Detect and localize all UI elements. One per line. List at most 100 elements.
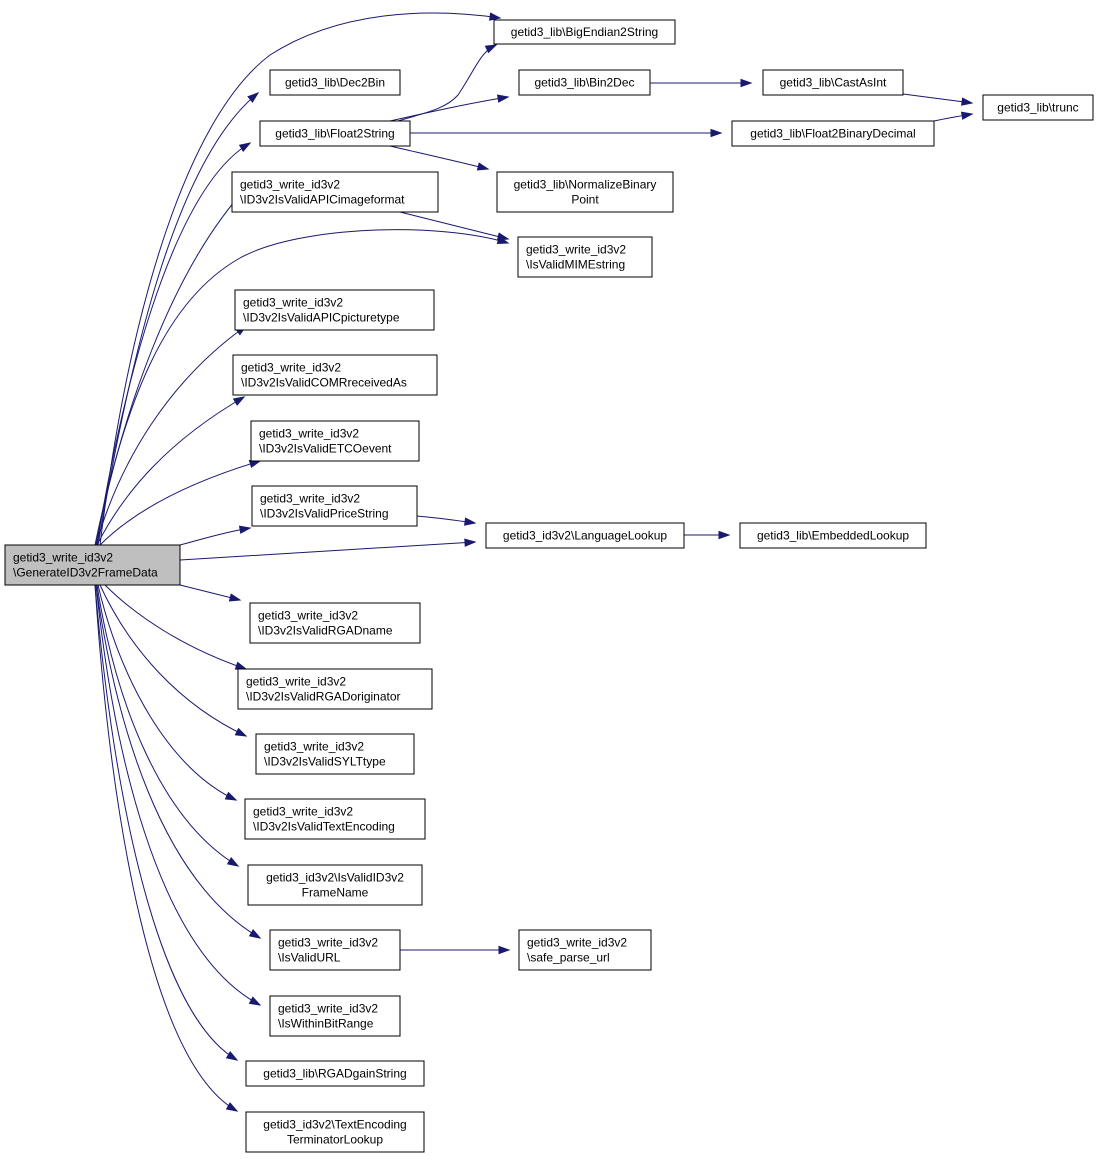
edge-root-to-n_apicfmt: [95, 184, 250, 546]
node-box[interactable]: [232, 354, 438, 396]
node-n_url[interactable]: getid3_write_id3v2\IsValidURL: [269, 929, 401, 971]
edge-arrowhead: [248, 460, 262, 469]
edge-n_castint-to-n_trunc: [902, 93, 974, 106]
node-n_lang[interactable]: getid3_id3v2\LanguageLookup: [485, 522, 685, 549]
edge-arrowhead: [248, 929, 262, 939]
node-n_rgadorig[interactable]: getid3_write_id3v2\ID3v2IsValidRGADorigi…: [237, 668, 433, 710]
edge-arrowhead: [248, 996, 262, 1006]
node-n_big[interactable]: getid3_lib\BigEndian2String: [493, 19, 676, 45]
node-label-line: getid3_lib\Bin2Dec: [534, 76, 634, 90]
edge-arrowhead: [232, 396, 246, 406]
node-box[interactable]: [249, 602, 421, 644]
node-box[interactable]: [259, 120, 411, 147]
edge-n_float2str-to-n_f2bd: [410, 128, 723, 138]
node-label-line: getid3_write_id3v2: [527, 936, 627, 950]
node-n_mime[interactable]: getid3_write_id3v2\IsValidMIMEstring: [517, 236, 653, 278]
node-n_f2bd[interactable]: getid3_lib\Float2BinaryDecimal: [731, 120, 935, 147]
node-box[interactable]: [255, 733, 415, 775]
node-box[interactable]: [982, 94, 1094, 121]
node-label-line: getid3_id3v2\IsValidID3v2: [266, 871, 404, 885]
node-n_sylt[interactable]: getid3_write_id3v2\ID3v2IsValidSYLTtype: [255, 733, 415, 775]
node-label-line: getid3_lib\BigEndian2String: [511, 25, 658, 39]
edge-arrowhead: [718, 530, 731, 540]
node-box[interactable]: [4, 544, 181, 586]
node-label-line: getid3_lib\CastAsInt: [780, 76, 887, 90]
node-box[interactable]: [234, 289, 435, 331]
node-label-line: \ID3v2IsValidSYLTtype: [264, 755, 386, 769]
edge-line: [99, 584, 247, 737]
edge-root-to-n_url: [95, 584, 262, 939]
node-label-line: getid3_lib\trunc: [997, 101, 1078, 115]
node-label-line: \ID3v2IsValidETCOevent: [259, 442, 392, 456]
node-n_term[interactable]: getid3_id3v2\TextEncodingTerminatorLooku…: [245, 1111, 425, 1153]
node-label-line: \ID3v2IsValidPriceString: [260, 507, 389, 521]
node-box[interactable]: [518, 69, 651, 96]
edge-line: [179, 541, 476, 561]
node-label-line: getid3_id3v2\TextEncoding: [263, 1118, 406, 1132]
node-n_embed[interactable]: getid3_lib\EmbeddedLookup: [739, 522, 927, 549]
node-n_textenc[interactable]: getid3_write_id3v2\ID3v2IsValidTextEncod…: [244, 798, 426, 840]
node-box[interactable]: [517, 236, 653, 278]
node-label-line: getid3_lib\RGADgainString: [263, 1067, 406, 1081]
edge-arrowhead: [228, 593, 242, 602]
node-box[interactable]: [762, 69, 904, 96]
edge-arrowhead: [740, 78, 753, 88]
node-label-line: getid3_write_id3v2: [253, 805, 353, 819]
node-box[interactable]: [245, 1060, 425, 1087]
edge-n_float2str-to-n_bin2dec: [389, 94, 510, 122]
node-box[interactable]: [518, 929, 652, 971]
node-label-line: \ID3v2IsValidRGADname: [258, 624, 393, 638]
edge-arrowhead: [464, 538, 477, 547]
node-n_bitrange[interactable]: getid3_write_id3v2\IsWithinBitRange: [269, 995, 401, 1037]
node-n_bin2dec[interactable]: getid3_lib\Bin2Dec: [518, 69, 651, 96]
edge-n_f2bd-to-n_trunc: [933, 111, 974, 122]
node-root[interactable]: getid3_write_id3v2\GenerateID3v2FrameDat…: [4, 544, 181, 586]
node-label-line: getid3_write_id3v2: [13, 551, 113, 565]
edge-root-to-n_term: [94, 584, 239, 1112]
edge-line: [389, 96, 509, 122]
edge-arrowhead: [496, 235, 510, 244]
node-box[interactable]: [269, 929, 401, 971]
node-n_comr[interactable]: getid3_write_id3v2\ID3v2IsValidCOMRrecei…: [232, 354, 438, 396]
node-n_price[interactable]: getid3_write_id3v2\ID3v2IsValidPriceStri…: [251, 485, 418, 527]
node-n_apicpic[interactable]: getid3_write_id3v2\ID3v2IsValidAPICpictu…: [234, 289, 435, 331]
node-box[interactable]: [485, 522, 685, 549]
node-label-line: TerminatorLookup: [287, 1133, 383, 1147]
node-box[interactable]: [496, 171, 674, 213]
node-n_trunc[interactable]: getid3_lib\trunc: [982, 94, 1094, 121]
node-n_float2str[interactable]: getid3_lib\Float2String: [259, 120, 411, 147]
node-n_rgadgain[interactable]: getid3_lib\RGADgainString: [245, 1060, 425, 1087]
node-label-line: \GenerateID3v2FrameData: [13, 566, 158, 580]
node-label-line: getid3_write_id3v2: [240, 178, 340, 192]
edge-root-to-n_lang: [179, 538, 477, 561]
edge-line: [179, 527, 251, 546]
edge-arrowhead: [484, 44, 498, 54]
node-label-line: getid3_write_id3v2: [526, 243, 626, 257]
edge-n_bin2dec-to-n_castint: [650, 78, 753, 88]
node-box[interactable]: [250, 420, 420, 462]
node-box[interactable]: [237, 668, 433, 710]
node-box[interactable]: [269, 69, 401, 96]
node-n_castint[interactable]: getid3_lib\CastAsInt: [762, 69, 904, 96]
edge-arrowhead: [234, 727, 248, 737]
node-box[interactable]: [269, 995, 401, 1037]
node-n_apicfmt[interactable]: getid3_write_id3v2\ID3v2IsValidAPICimage…: [231, 171, 439, 213]
node-box[interactable]: [251, 485, 418, 527]
node-box[interactable]: [245, 1111, 425, 1153]
node-n_safeurl[interactable]: getid3_write_id3v2\safe_parse_url: [518, 929, 652, 971]
node-box[interactable]: [731, 120, 935, 147]
node-box[interactable]: [244, 798, 426, 840]
node-n_dec2bin[interactable]: getid3_lib\Dec2Bin: [269, 69, 401, 96]
node-n_rgadname[interactable]: getid3_write_id3v2\ID3v2IsValidRGADname: [249, 602, 421, 644]
node-label-line: \ID3v2IsValidCOMRreceivedAs: [241, 376, 407, 390]
edge-n_url-to-n_safeurl: [400, 945, 511, 955]
edge-arrowhead: [489, 12, 502, 21]
node-box[interactable]: [739, 522, 927, 549]
node-box[interactable]: [231, 171, 439, 213]
edge-arrowhead: [225, 1051, 239, 1061]
node-box[interactable]: [493, 19, 676, 45]
node-n_etco[interactable]: getid3_write_id3v2\ID3v2IsValidETCOevent: [250, 420, 420, 462]
node-box[interactable]: [247, 864, 423, 906]
